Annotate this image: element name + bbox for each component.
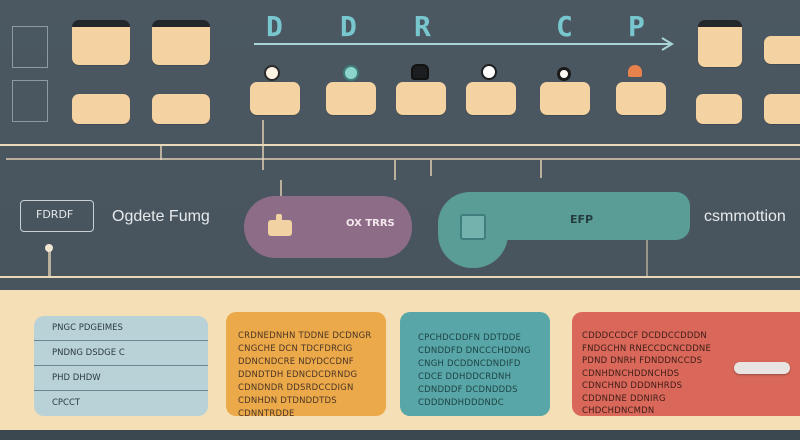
panel-red-line-4: CDNHDNCHDDNCHDS [582,368,680,379]
panel-blue[interactable]: PNGC PDGEIMES PNDNG DSDGE C PHD DHDW CPC… [34,316,208,416]
arrow-right-icon [254,37,674,51]
divider-line-2 [6,158,800,160]
connector-line-1 [160,144,162,160]
node-pill-mr1[interactable] [696,94,742,124]
panel-orange-line-2: CNGCHE DCN TDCFDRCIG [238,344,353,354]
teal-node-label: EFP [570,213,594,226]
node-pill-tr1[interactable] [698,20,742,67]
panel-blue-row-2: PNDNG DSDGE C [34,340,208,365]
connector-dot [45,244,53,252]
left-label-box[interactable] [20,200,94,232]
panel-red-line-7: CHDCHDNCMDN [582,406,655,416]
connector-line-8 [48,246,51,276]
panel-blue-row-3: PHD DHDW [34,365,208,390]
node-pill-c4[interactable] [466,82,516,115]
panel-teal-line-5: CDNDDDF DCDNDDDS [418,385,518,395]
divider-line-1 [0,144,800,146]
panel-teal-line-1: CPCHDCDDFN DDTDDE [418,333,522,343]
node-pill-tl1[interactable] [72,20,130,65]
connector-line-4 [394,160,396,180]
panel-teal-line-2: CDNDDFD DNCCCHDDNG [418,346,531,356]
panel-orange-line-5: CDNDNDR DDSRDCCDIGN [238,383,354,393]
connector-line-5 [430,160,432,176]
header-letter-p: P [628,10,645,43]
knob-icon-4 [481,64,497,80]
header-letter-c: C [556,10,573,43]
node-pill-ml2[interactable] [152,94,210,124]
panel-orange[interactable]: CRDNEDNHN TDDNE DCDNGR CNGCHE DCN TDCFDR… [226,312,386,419]
node-pill-c6[interactable] [616,82,666,115]
node-pill-tr2[interactable] [764,36,800,64]
panel-orange-line-4: DDNDTDH EDNCDCDRNDG [238,370,358,380]
panel-orange-line-7: CDNNTRDDE [238,409,295,419]
connector-line-2 [262,120,264,170]
card-icon-tab [276,214,282,224]
node-pill-tl2[interactable] [152,20,210,65]
header-letter-d2: D [340,10,357,43]
header-letter-d1: D [266,10,283,43]
knob-icon-5 [557,67,571,81]
node-pill-ml1[interactable] [72,94,130,124]
node-pill-c3[interactable] [396,82,446,115]
panel-red-line-5: CDNCHND DDDNHRDS [582,381,683,391]
node-pill-c1[interactable] [250,82,300,115]
node-pill-c5[interactable] [540,82,590,115]
panel-red-line-1: CDDDCCDCF DCDDCCDDDN [582,331,707,341]
panel-teal-line-3: CNGH DCDDNCDNDIFD [418,359,521,369]
panel-blue-row-4: CPCCT [34,390,208,415]
left-caption: Ogdete Fumg [112,208,210,225]
right-caption: csmmottion [704,208,786,225]
knob-icon-3 [411,64,429,80]
toggle-icon[interactable] [734,362,790,374]
bottom-edge [0,430,800,440]
panel-red[interactable]: CDDDCCDCF DCDDCCDDDN FNDGCHN RNECCDCNCDD… [572,312,800,416]
header-letter-r: R [414,10,431,43]
outline-box-top [12,26,48,68]
panel-red-line-6: CDDNDNE DDNIRG [582,393,666,404]
knob-icon-1 [264,65,280,81]
outline-box-bottom [12,80,48,122]
left-label-box-text: FDRDF [36,208,74,221]
panel-orange-line-1: CRDNEDNHN TDDNE DCDNGR [238,331,372,341]
connector-line-3 [280,180,282,200]
node-pill-mr2[interactable] [764,94,800,124]
panel-blue-row-1: PNGC PDGEIMES [52,323,123,333]
divider-line-3 [0,276,800,278]
purple-node-label: OX TRRS [346,218,395,229]
panel-teal-line-6: CDDDNDHDDDNDC [418,398,504,408]
panel-orange-line-6: CDNHDN DTDNDDTDS [238,396,337,406]
knob-icon-6 [628,65,642,77]
document-icon [460,214,486,240]
connector-line-6 [540,160,542,178]
panel-red-line-3: PDND DNRH FDNDDNCCDS [582,356,703,366]
panel-red-line-2: FNDGCHN RNECCDCNCDDNE [582,343,712,354]
panel-orange-line-3: DDNCNDCRE NDYDCCDNF [238,357,354,367]
node-pill-c2[interactable] [326,82,376,115]
panel-teal-line-4: CDCE DDHDDCRDNH [418,372,512,382]
knob-icon-2 [343,65,359,81]
panel-teal[interactable]: CPCHDCDDFN DDTDDE CDNDDFD DNCCCHDDNG CNG… [400,312,550,416]
card-icon [268,220,292,236]
